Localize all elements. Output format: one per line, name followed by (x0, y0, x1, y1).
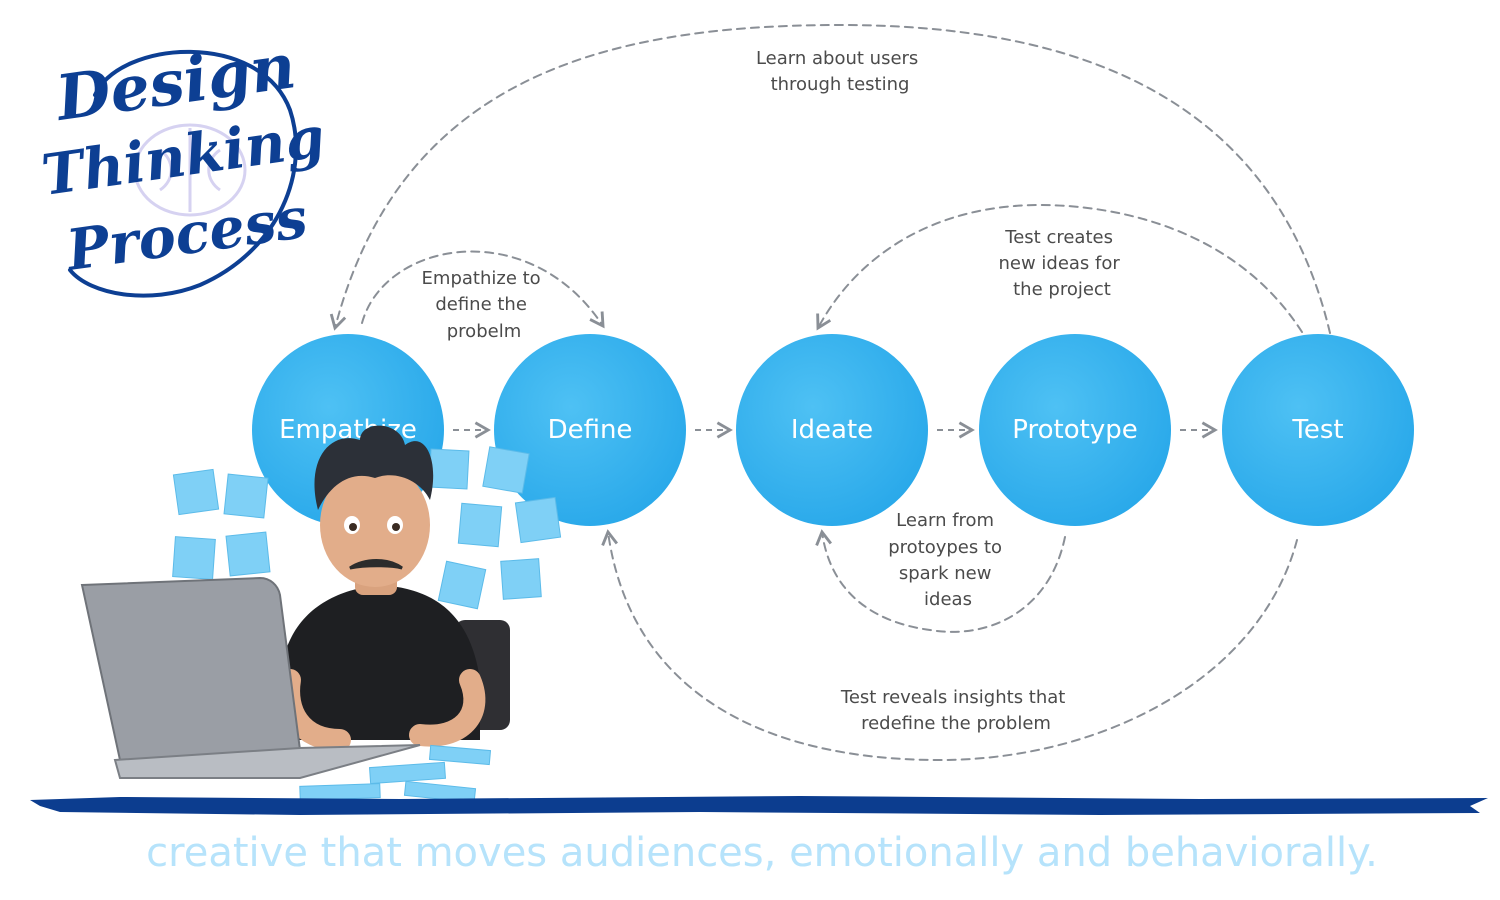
arrow-prototype-to-ideate (815, 529, 1066, 633)
arrow-test-to-define (601, 529, 1298, 762)
tagline: creative that moves audiences, emotional… (146, 830, 1378, 876)
person-at-laptop-illustration (80, 425, 562, 804)
sticky-notes (172, 446, 562, 610)
stage-prototype: Prototype (979, 334, 1171, 526)
stage-circle-prototype (979, 334, 1171, 526)
arrow-empathize-to-define (361, 250, 605, 329)
stage-label-test: Test (1291, 415, 1343, 445)
brain-icon (133, 123, 247, 217)
brush-stroke-divider (30, 796, 1488, 815)
annotation-learn-users: Learn about users through testing (756, 48, 924, 95)
feedback-arrows (329, 23, 1331, 762)
arrow-test-to-empathize (329, 23, 1331, 334)
logo-swash (68, 49, 298, 298)
stage-circle-test (1222, 334, 1414, 526)
annotation-test-ideas: Test creates new ideas for the project (998, 227, 1125, 300)
logo: Design Thinking Process (38, 29, 329, 298)
stage-circle-ideate (736, 334, 928, 526)
stage-define: Define (494, 334, 686, 526)
stage-circle-define (494, 334, 686, 526)
stage-test: Test (1222, 334, 1414, 526)
stage-label-define: Define (548, 415, 633, 445)
stage-ideate: Ideate (736, 334, 928, 526)
annotation-test-reveals: Test reveals insights that redefine the … (840, 687, 1071, 734)
annotation-learn-prototypes: Learn from protoypes to spark new ideas (888, 510, 1008, 610)
stage-label-ideate: Ideate (791, 415, 873, 445)
arrow-test-to-ideate (816, 203, 1303, 333)
annotation-empathize-define: Empathize to define the probelm (422, 268, 547, 342)
stage-label-prototype: Prototype (1012, 415, 1137, 445)
